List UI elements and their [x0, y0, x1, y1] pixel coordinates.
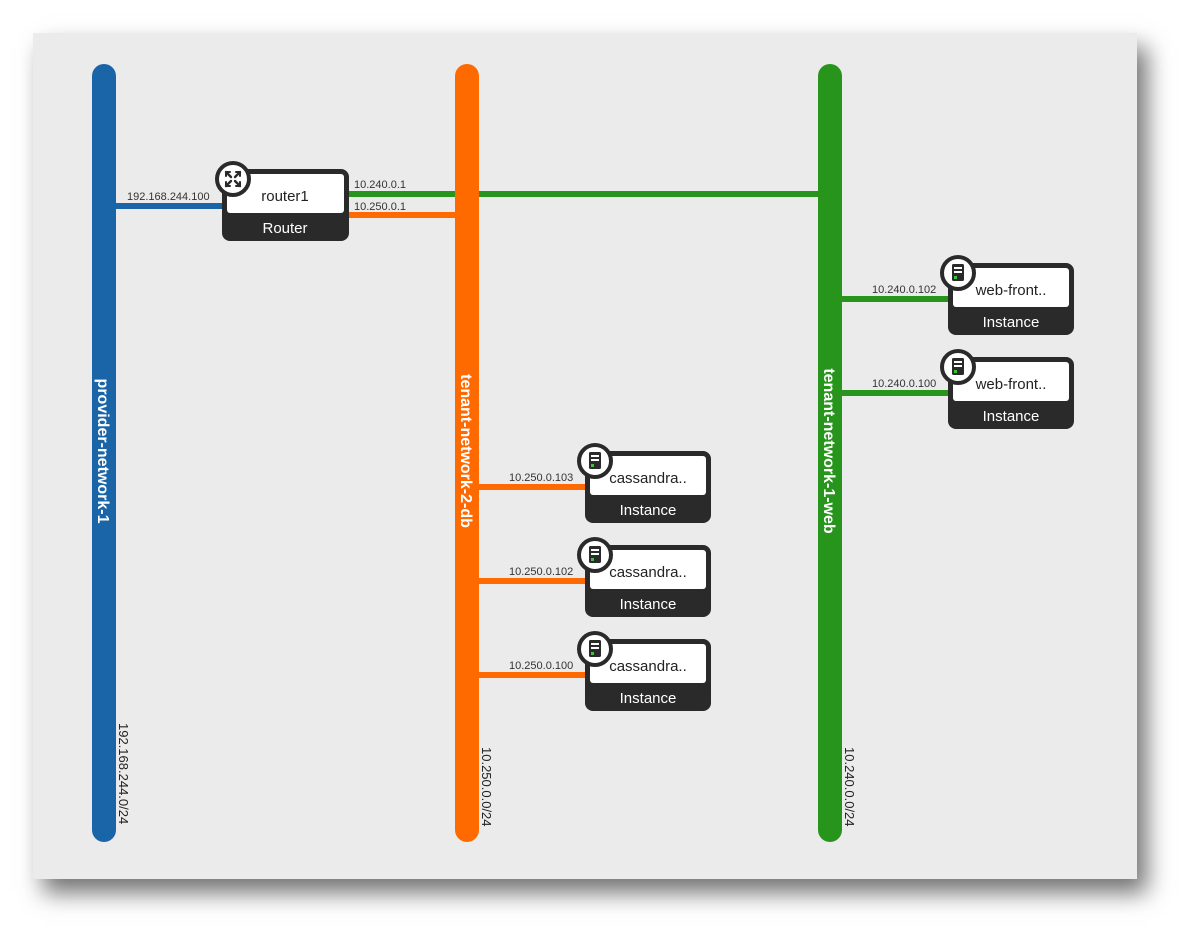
server-icon: [940, 349, 976, 385]
server-icon: [940, 255, 976, 291]
ip-label-router-provider: 192.168.244.100: [127, 191, 210, 203]
instance-name: cassandra..: [609, 470, 687, 487]
instance-type: Instance: [620, 690, 677, 707]
network-web-cidr: 10.240.0.0/24: [842, 747, 857, 827]
network-provider-name: provider-network-1: [94, 379, 111, 524]
network-db-cidr: 10.250.0.0/24: [479, 747, 494, 827]
instance-node-web-1[interactable]: web-front.. Instance: [940, 255, 1074, 335]
instance-type: Instance: [983, 314, 1040, 331]
router-name: router1: [261, 188, 309, 205]
instance-node-db-3[interactable]: cassandra.. Instance: [577, 631, 711, 711]
router-icon: [215, 161, 251, 197]
router-type: Router: [262, 220, 307, 237]
instance-type: Instance: [620, 596, 677, 613]
topology-diagram: provider-network-1 192.168.244.0/24 tena…: [92, 64, 1074, 842]
instance-name: cassandra..: [609, 564, 687, 581]
ip-label-router-db: 10.250.0.1: [354, 201, 406, 213]
ip-label-web-instance-1: 10.240.0.102: [872, 284, 936, 296]
instance-name: web-front..: [975, 282, 1047, 299]
network-provider[interactable]: provider-network-1 192.168.244.0/24: [92, 64, 131, 842]
instance-name: web-front..: [975, 376, 1047, 393]
instance-node-web-2[interactable]: web-front.. Instance: [940, 349, 1074, 429]
network-web-name: tenant-network-1-web: [820, 368, 837, 534]
ip-label-db-instance-1: 10.250.0.103: [509, 472, 573, 484]
ip-label-web-instance-2: 10.240.0.100: [872, 378, 936, 390]
instance-node-db-1[interactable]: cassandra.. Instance: [577, 443, 711, 523]
server-icon: [577, 443, 613, 479]
network-db[interactable]: tenant-network-2-db 10.250.0.0/24: [455, 64, 494, 842]
ip-label-db-instance-3: 10.250.0.100: [509, 660, 573, 672]
server-icon: [577, 537, 613, 573]
network-topology-canvas: provider-network-1 192.168.244.0/24 tena…: [33, 33, 1137, 879]
instance-name: cassandra..: [609, 658, 687, 675]
instance-node-db-2[interactable]: cassandra.. Instance: [577, 537, 711, 617]
ip-label-db-instance-2: 10.250.0.102: [509, 566, 573, 578]
ip-label-router-web: 10.240.0.1: [354, 179, 406, 191]
router-node[interactable]: router1 Router: [215, 161, 349, 241]
instance-type: Instance: [620, 502, 677, 519]
network-web[interactable]: tenant-network-1-web 10.240.0.0/24: [818, 64, 857, 842]
network-db-name: tenant-network-2-db: [457, 374, 474, 528]
server-icon: [577, 631, 613, 667]
instance-type: Instance: [983, 408, 1040, 425]
network-provider-cidr: 192.168.244.0/24: [116, 723, 131, 824]
